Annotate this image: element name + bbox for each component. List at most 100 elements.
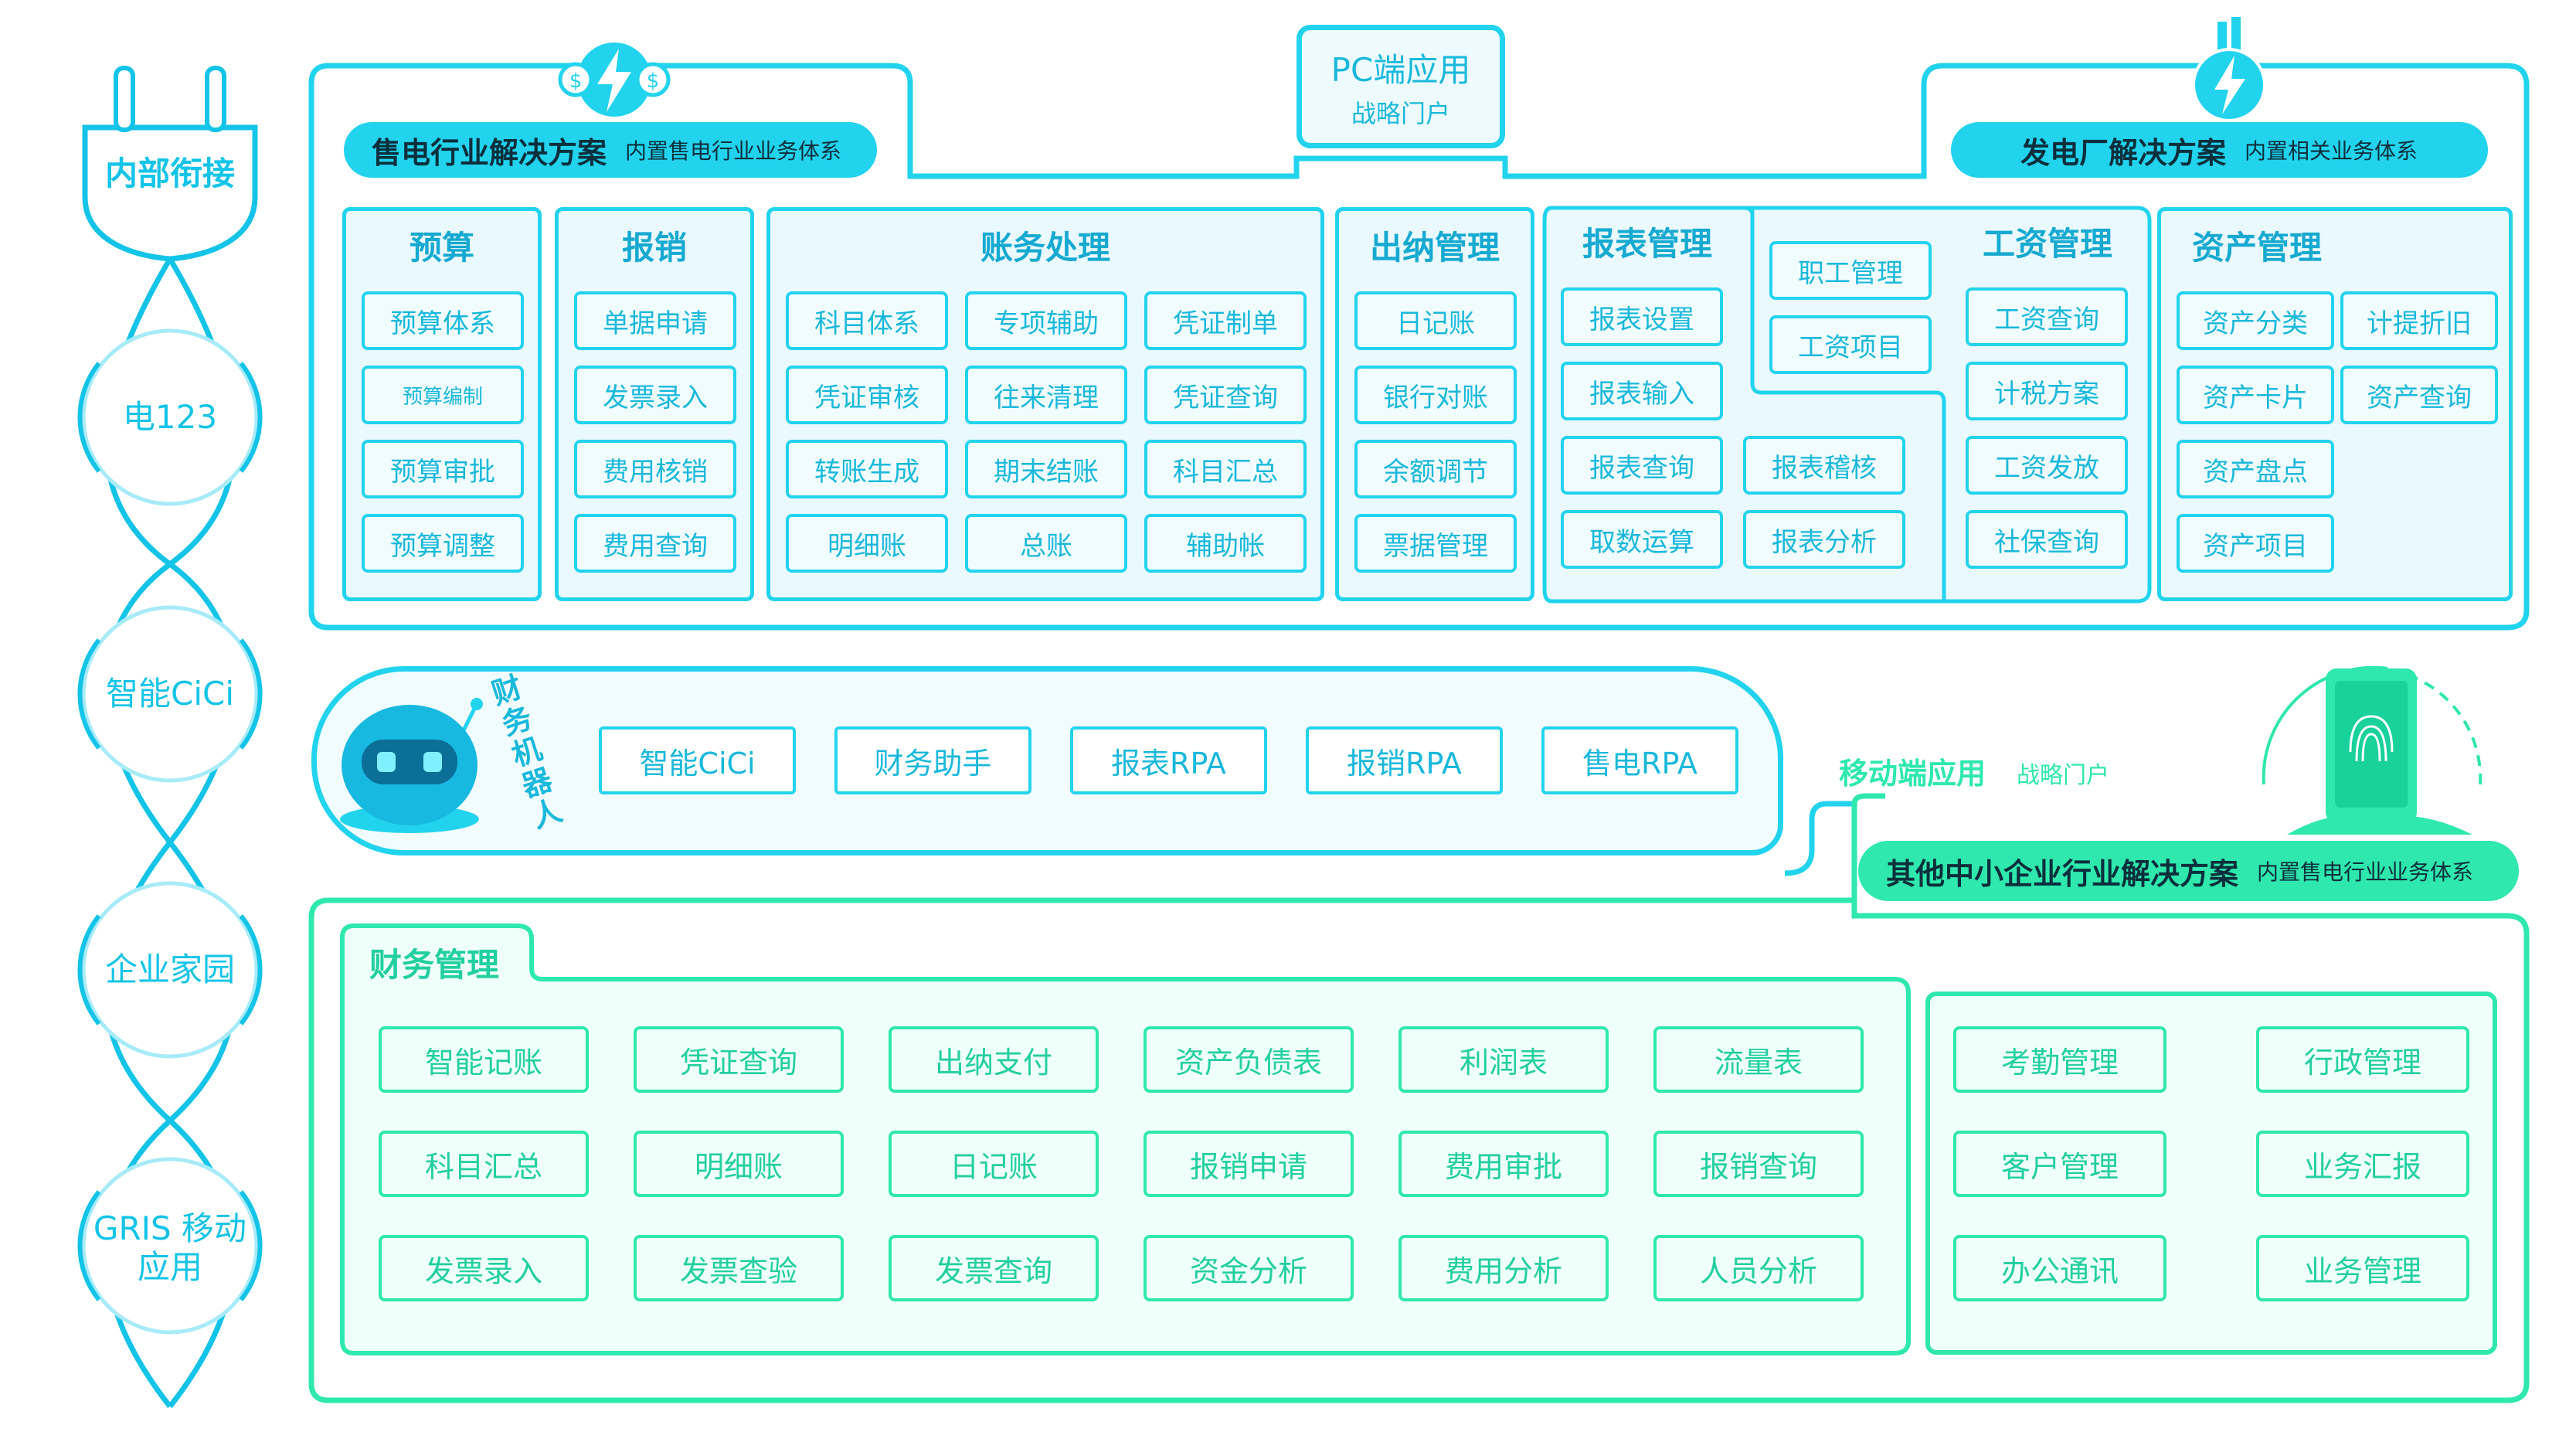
robot-chip-report-rpa[interactable]: 报表RPA — [1070, 726, 1267, 794]
module-reimburse-title: 报销 — [621, 229, 687, 267]
chip-accounting-6[interactable]: 转账生成 — [786, 440, 948, 498]
chip-salary-0[interactable]: 工资查询 — [1966, 287, 2128, 346]
chip-assets-2[interactable]: 资产卡片 — [2177, 366, 2334, 424]
finance-chip-13[interactable]: 发票查验 — [634, 1235, 844, 1301]
finance-chip-6[interactable]: 科目汇总 — [379, 1131, 589, 1197]
solution-other-sme-title: 其他中小企业行业解决方案 — [1886, 856, 2239, 891]
mobile-subtitle: 战略门户 — [2017, 762, 2109, 789]
chip-reimburse-3[interactable]: 费用查询 — [574, 514, 736, 573]
chip-report-1[interactable]: 报表输入 — [1561, 362, 1723, 420]
chip-budget-approve[interactable]: 预算审批 — [362, 440, 524, 498]
chip-budget-draft[interactable]: 预算编制 — [362, 366, 524, 424]
module-salary: 工资管理 工资查询 计税方案 工资发放 社保查询 — [1947, 207, 2148, 601]
chip-salary-3[interactable]: 社保查询 — [1966, 510, 2128, 569]
finance-chip-9[interactable]: 报销申请 — [1144, 1131, 1354, 1197]
chip-accounting-4[interactable]: 往来清理 — [965, 366, 1127, 424]
svg-text:$: $ — [647, 70, 660, 93]
chip-accounting-3[interactable]: 凭证审核 — [786, 366, 948, 424]
chip-reimburse-0[interactable]: 单据申请 — [574, 291, 736, 350]
power-plant-icon — [2192, 17, 2266, 122]
module-report-title: 报表管理 — [1582, 225, 1712, 263]
chip-cashier-0[interactable]: 日记账 — [1354, 291, 1517, 350]
finance-chip-1[interactable]: 凭证查询 — [634, 1026, 844, 1093]
solution-power-sales-title: 售电行业解决方案 — [372, 135, 607, 170]
finance-chip-17[interactable]: 人员分析 — [1653, 1235, 1864, 1301]
chip-cashier-2[interactable]: 余额调节 — [1354, 440, 1517, 498]
solution-other-sme-subtitle: 内置售电行业业务体系 — [2257, 859, 2474, 885]
chip-accounting-0[interactable]: 科目体系 — [786, 291, 948, 350]
chip-salary-items[interactable]: 工资项目 — [1769, 315, 1932, 374]
finance-chip-12[interactable]: 发票录入 — [379, 1235, 589, 1301]
finance-chip-2[interactable]: 出纳支付 — [889, 1026, 1099, 1093]
chip-assets-0[interactable]: 资产分类 — [2177, 291, 2334, 350]
chip-accounting-5[interactable]: 凭证查询 — [1144, 366, 1307, 424]
chip-cashier-3[interactable]: 票据管理 — [1354, 514, 1517, 573]
module-assets: 资产管理 资产分类 计提折旧 资产卡片 资产查询 资产盘点 资产项目 — [2157, 207, 2513, 601]
chip-accounting-1[interactable]: 专项辅助 — [965, 291, 1127, 350]
chip-report-2[interactable]: 报表查询 — [1561, 436, 1723, 495]
module-report: 报表管理 报表设置 报表输入 报表查询 取数运算 — [1542, 207, 1752, 601]
chip-report-0[interactable]: 报表设置 — [1561, 287, 1723, 346]
finance-chip-8[interactable]: 日记账 — [889, 1131, 1099, 1197]
pc-portal-subtitle: 战略门户 — [1351, 98, 1450, 128]
office-chip-1[interactable]: 行政管理 — [2256, 1026, 2469, 1093]
strip-node-enterprise-home[interactable]: 企业家园 — [104, 950, 235, 988]
finance-chip-5[interactable]: 流量表 — [1653, 1026, 1864, 1093]
robot-chip-reimburse-rpa[interactable]: 报销RPA — [1306, 726, 1503, 794]
plug-icon — [82, 66, 258, 262]
chip-accounting-8[interactable]: 科目汇总 — [1144, 440, 1307, 498]
chip-accounting-11[interactable]: 辅助帐 — [1144, 514, 1307, 573]
module-assets-title: 资产管理 — [2192, 229, 2323, 267]
chip-report-5[interactable]: 报表分析 — [1743, 510, 1905, 569]
strip-node-cici[interactable]: 智能CiCi — [106, 674, 234, 713]
pc-portal-title: PC端应用 — [1330, 50, 1471, 89]
office-chip-4[interactable]: 办公通讯 — [1953, 1235, 2166, 1301]
finance-chip-14[interactable]: 发票查询 — [889, 1235, 1099, 1301]
chip-assets-1[interactable]: 计提折旧 — [2340, 291, 2498, 350]
solution-power-sales[interactable]: 售电行业解决方案 内置售电行业业务体系 — [344, 122, 877, 178]
robot-chip-cici[interactable]: 智能CiCi — [599, 726, 796, 794]
chip-accounting-2[interactable]: 凭证制单 — [1144, 291, 1307, 350]
chip-assets-3[interactable]: 资产查询 — [2340, 366, 2498, 424]
chip-budget-system[interactable]: 预算体系 — [362, 291, 524, 350]
lightning-coin-icon: $ $ — [558, 39, 671, 120]
finance-chip-15[interactable]: 资金分析 — [1144, 1235, 1354, 1301]
office-chip-5[interactable]: 业务管理 — [2256, 1235, 2469, 1301]
finance-chip-3[interactable]: 资产负债表 — [1144, 1026, 1354, 1093]
solution-power-plant[interactable]: 发电厂解决方案 内置相关业务体系 — [1951, 122, 2488, 178]
finance-chip-0[interactable]: 智能记账 — [379, 1026, 589, 1093]
finance-chip-16[interactable]: 费用分析 — [1398, 1235, 1609, 1301]
robot-chip-power-rpa[interactable]: 售电RPA — [1541, 726, 1738, 794]
finance-chip-4[interactable]: 利润表 — [1398, 1026, 1609, 1093]
chip-assets-5[interactable]: 资产项目 — [2177, 514, 2334, 573]
phone-fingerprint-icon — [2262, 665, 2483, 835]
chip-assets-4[interactable]: 资产盘点 — [2177, 440, 2334, 498]
chip-accounting-7[interactable]: 期末结账 — [965, 440, 1127, 498]
chip-reimburse-2[interactable]: 费用核销 — [574, 440, 736, 498]
chip-salary-2[interactable]: 工资发放 — [1966, 436, 2128, 495]
finance-chip-10[interactable]: 费用审批 — [1398, 1131, 1609, 1197]
module-cashier: 出纳管理 日记账 银行对账 余额调节 票据管理 — [1335, 207, 1534, 601]
finance-chip-7[interactable]: 明细账 — [634, 1131, 844, 1197]
office-chip-3[interactable]: 业务汇报 — [2256, 1131, 2469, 1197]
office-chip-0[interactable]: 考勤管理 — [1953, 1026, 2166, 1093]
chip-salary-staff[interactable]: 职工管理 — [1769, 241, 1932, 300]
chip-accounting-9[interactable]: 明细账 — [786, 514, 948, 573]
office-chip-2[interactable]: 客户管理 — [1953, 1131, 2166, 1197]
chip-salary-1[interactable]: 计税方案 — [1966, 362, 2128, 420]
chip-report-4[interactable]: 取数运算 — [1561, 510, 1723, 569]
svg-text:$: $ — [569, 70, 583, 93]
chip-accounting-10[interactable]: 总账 — [965, 514, 1127, 573]
chip-budget-adjust[interactable]: 预算调整 — [362, 514, 524, 573]
finance-chip-11[interactable]: 报销查询 — [1653, 1131, 1864, 1197]
robot-chip-assistant[interactable]: 财务助手 — [834, 726, 1031, 794]
solution-other-sme[interactable]: 其他中小企业行业解决方案 内置售电行业业务体系 — [1858, 841, 2519, 901]
chip-cashier-1[interactable]: 银行对账 — [1354, 366, 1517, 424]
chip-reimburse-1[interactable]: 发票录入 — [574, 366, 736, 424]
strip-node-dian123[interactable]: 电123 — [122, 397, 218, 436]
robot-lane — [311, 666, 1783, 855]
strip-node-gris[interactable]: GRIS 移动应用 — [93, 1209, 247, 1286]
chip-report-3[interactable]: 报表稽核 — [1743, 436, 1905, 495]
pc-portal-box[interactable]: PC端应用 战略门户 — [1296, 25, 1505, 148]
